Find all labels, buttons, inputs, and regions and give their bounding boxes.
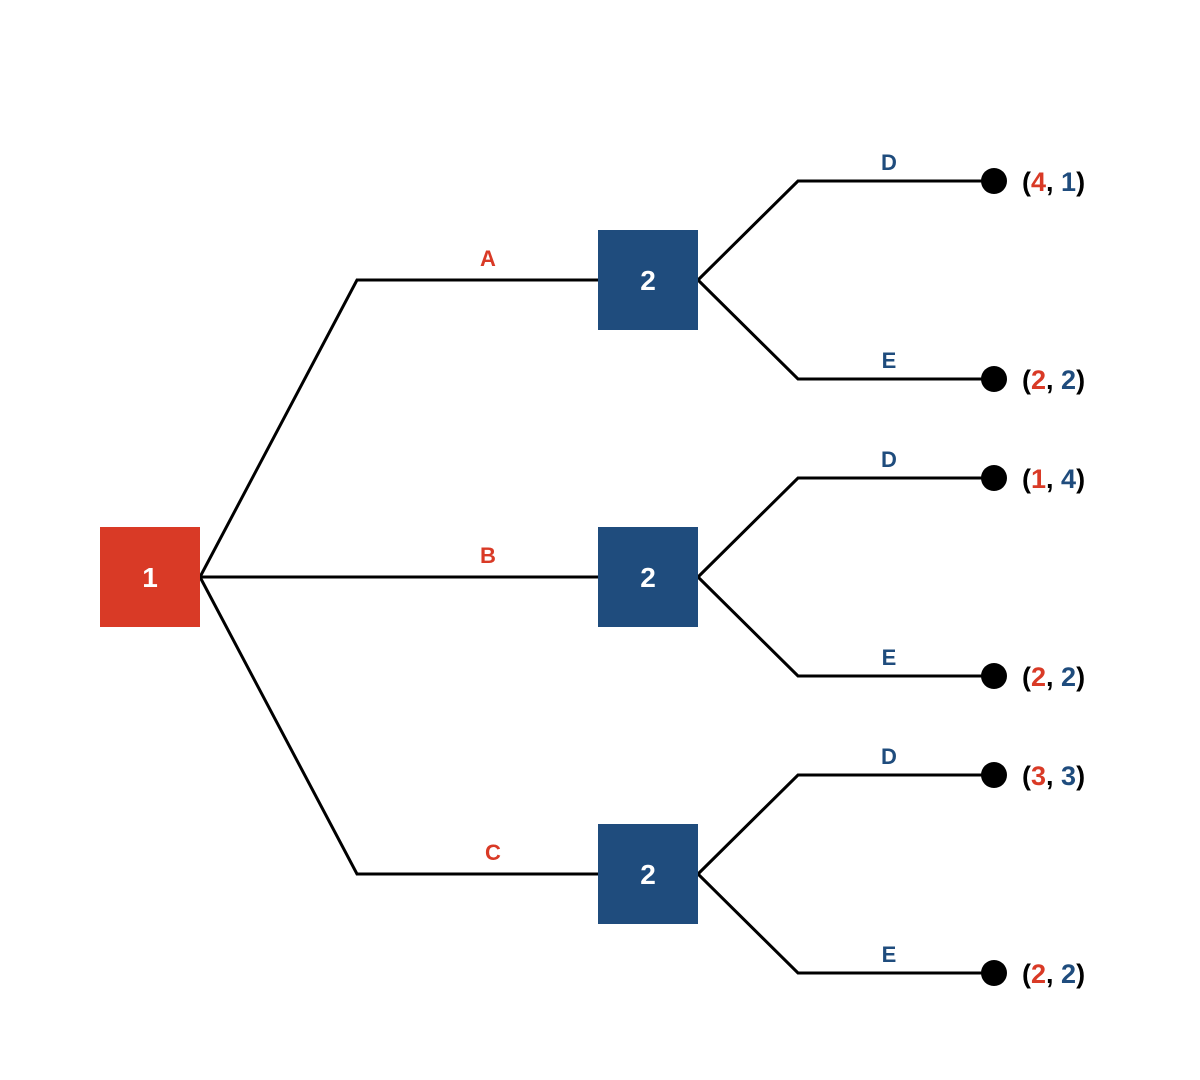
payoff: (1, 4): [1022, 464, 1085, 494]
payoff-player1: 2: [1031, 662, 1046, 692]
edge-move-E: [696, 278, 994, 381]
player2-node-label: 2: [640, 265, 656, 296]
player1-root-node: [100, 527, 200, 627]
edge-move-D: [696, 773, 994, 876]
payoff-paren-close: ): [1076, 662, 1085, 692]
payoff: (4, 1): [1022, 167, 1085, 197]
payoff-player2: 2: [1061, 365, 1076, 395]
terminal-node: [981, 168, 1007, 194]
payoff-paren-open: (: [1022, 959, 1031, 989]
edge-move-E: [696, 872, 994, 975]
terminal-node: [981, 465, 1007, 491]
payoff: (2, 2): [1022, 959, 1085, 989]
terminal-node: [981, 663, 1007, 689]
payoff-paren-open: (: [1022, 167, 1031, 197]
payoff-separator: ,: [1046, 365, 1061, 395]
player2-node-label: 2: [640, 562, 656, 593]
edge-move-D: [696, 476, 994, 579]
player2-node: [598, 824, 698, 924]
payoff-player2: 1: [1061, 167, 1076, 197]
player1-root-label: 1: [142, 562, 158, 593]
payoff-player1: 1: [1031, 464, 1046, 494]
move-label-E: E: [882, 645, 897, 670]
payoff-player1: 3: [1031, 761, 1046, 791]
payoff-paren-close: ): [1076, 464, 1085, 494]
player2-node-label: 2: [640, 859, 656, 890]
edges: [198, 179, 994, 975]
payoff-player2: 2: [1061, 959, 1076, 989]
payoff-paren-close: ): [1076, 365, 1085, 395]
terminal-node: [981, 960, 1007, 986]
payoff-player2: 2: [1061, 662, 1076, 692]
edge-move-C: [198, 576, 598, 876]
move-label-E: E: [882, 348, 897, 373]
payoff-paren-open: (: [1022, 464, 1031, 494]
payoff-paren-close: ): [1076, 761, 1085, 791]
payoff-separator: ,: [1046, 167, 1061, 197]
payoff-paren-open: (: [1022, 365, 1031, 395]
edge-move-E: [696, 575, 994, 678]
move-label-E: E: [882, 942, 897, 967]
payoff-player2: 4: [1061, 464, 1076, 494]
payoff-player1: 2: [1031, 959, 1046, 989]
payoff-paren-open: (: [1022, 662, 1031, 692]
player2-node: [598, 230, 698, 330]
payoff: (2, 2): [1022, 365, 1085, 395]
payoff-paren-close: ): [1076, 959, 1085, 989]
move-label-B: B: [480, 543, 496, 568]
edge-move-D: [696, 179, 994, 282]
move-label-D: D: [881, 150, 897, 175]
payoff-paren-open: (: [1022, 761, 1031, 791]
terminal-node: [981, 366, 1007, 392]
move-label-D: D: [881, 744, 897, 769]
payoff-paren-close: ): [1076, 167, 1085, 197]
nodes: 2 2 2 1: [100, 168, 1007, 986]
player2-node: [598, 527, 698, 627]
terminal-node: [981, 762, 1007, 788]
payoff-player1: 4: [1031, 167, 1046, 197]
payoff: (2, 2): [1022, 662, 1085, 692]
labels: A D (4, 1) E (2, 2) B D (1, 4) E (2, 2) C D (3, 3) E (…: [480, 150, 1085, 989]
payoff-player2: 3: [1061, 761, 1076, 791]
payoff-separator: ,: [1046, 662, 1061, 692]
move-label-D: D: [881, 447, 897, 472]
payoff-separator: ,: [1046, 959, 1061, 989]
edge-move-A: [198, 278, 598, 578]
payoff: (3, 3): [1022, 761, 1085, 791]
payoff-separator: ,: [1046, 761, 1061, 791]
move-label-A: A: [480, 246, 496, 271]
payoff-separator: ,: [1046, 464, 1061, 494]
move-label-C: C: [485, 840, 501, 865]
payoff-player1: 2: [1031, 365, 1046, 395]
